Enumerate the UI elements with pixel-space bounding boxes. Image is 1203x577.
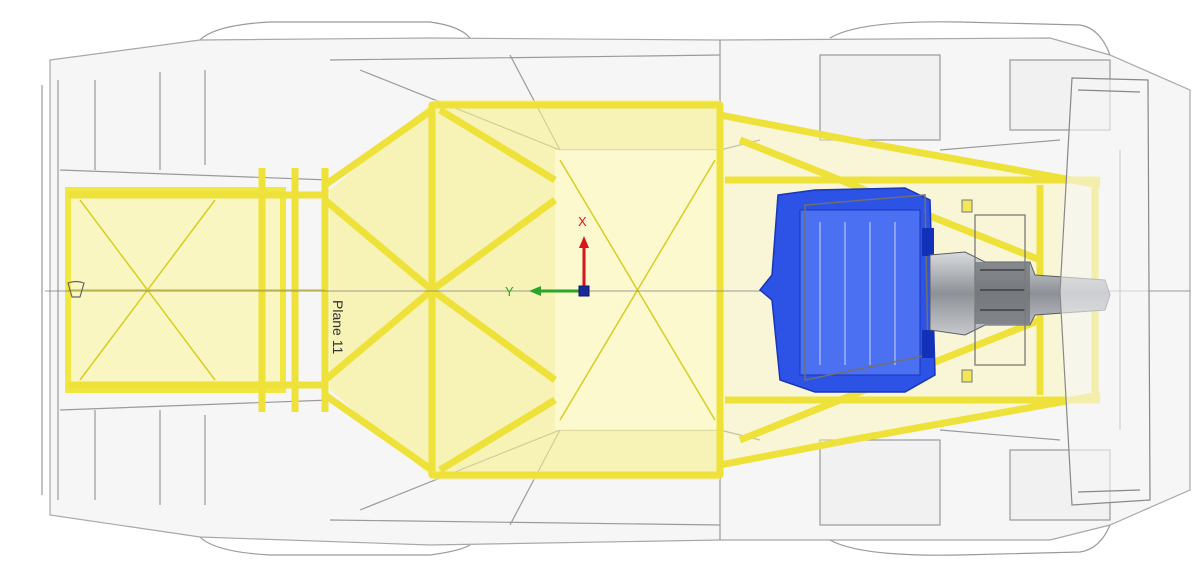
badge-icon <box>67 280 85 298</box>
coordinate-triad: X Y <box>505 214 590 299</box>
origin-icon <box>578 285 590 297</box>
engine-block-icon <box>758 187 936 393</box>
x-axis-label: X <box>578 214 587 229</box>
x-arrowhead-icon <box>579 236 589 248</box>
y-axis-label: Y <box>505 284 514 299</box>
rear-wing-icon <box>1059 77 1151 506</box>
y-arrowhead-icon <box>529 286 541 296</box>
plane-label[interactable]: Plane 11 <box>330 300 346 354</box>
